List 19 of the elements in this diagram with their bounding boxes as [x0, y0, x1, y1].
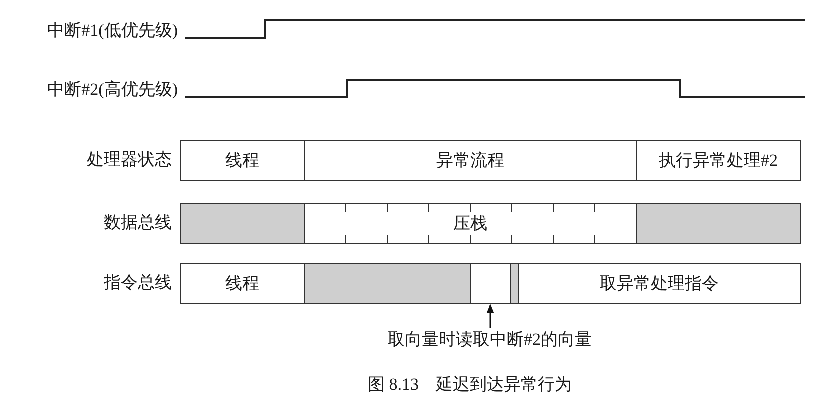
segment-label: 异常流程 — [434, 150, 506, 172]
figure-caption: 图 8.13 延迟到达异常行为 — [367, 374, 573, 396]
row-label: 中断#1(低优先级) — [46, 20, 178, 42]
row-label: 数据总线 — [103, 212, 172, 234]
shaded-segment — [180, 203, 305, 244]
timeline-segment — [180, 140, 305, 181]
timeline-segment — [180, 263, 305, 304]
segment-label: 压栈 — [452, 212, 490, 234]
segment-label: 取异常处理指令 — [598, 272, 721, 294]
timeline-segment — [636, 140, 801, 181]
arrow — [486, 304, 494, 328]
timeline-segment — [518, 263, 801, 304]
shaded-segment — [636, 203, 801, 244]
segment-label: 执行异常处理#2 — [657, 150, 780, 172]
row-label: 指令总线 — [103, 272, 172, 294]
row-label: 中断#2(高优先级) — [46, 79, 178, 101]
shaded-segment — [304, 263, 471, 304]
timeline-segment — [304, 140, 637, 181]
row-label: 处理器状态 — [86, 149, 172, 171]
